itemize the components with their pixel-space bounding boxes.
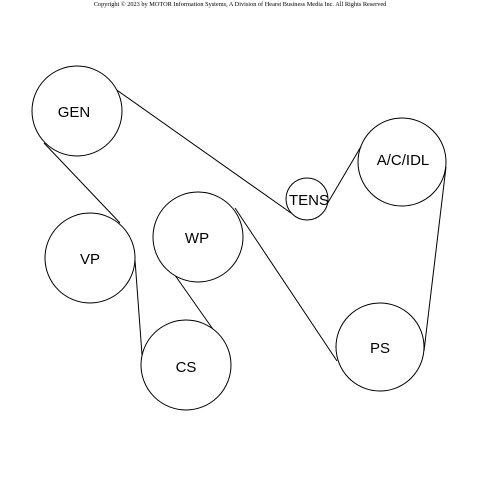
belt-segment-vp-gen xyxy=(43,142,121,224)
pulley-cs-circle xyxy=(140,319,232,411)
pulley-tens-label: TENS xyxy=(289,192,329,209)
pulley-cs: CS xyxy=(140,319,232,411)
pulley-wp: WP xyxy=(152,191,244,283)
pulley-ps-label: PS xyxy=(370,340,390,357)
pulley-ps-circle xyxy=(335,302,425,392)
pulley-wp-label: WP xyxy=(185,230,209,247)
pulley-gen: GEN xyxy=(31,65,123,157)
belt-segment-wp-cs xyxy=(171,270,218,336)
pulley-vp: VP xyxy=(44,212,136,304)
pulley-cs-label: CS xyxy=(176,359,197,376)
pulley-ac-idl: A/C/IDL xyxy=(357,117,447,207)
pulley-ac-idl-label: A/C/IDL xyxy=(377,152,430,169)
pulley-gen-circle xyxy=(31,65,123,157)
pulley-vp-label: VP xyxy=(80,251,100,268)
belt-segment-cs-vp xyxy=(134,259,144,369)
belt-segment-gen-tens xyxy=(110,85,292,214)
pulley-wp-circle xyxy=(152,191,244,283)
pulley-tens-circle xyxy=(285,177,329,221)
belt xyxy=(43,85,447,369)
pulley-gen-label: GEN xyxy=(58,104,91,121)
pulley-ac-idl-circle xyxy=(357,117,447,207)
pulley-vp-circle xyxy=(44,212,136,304)
pulley-ps: PS xyxy=(335,302,425,392)
belt-segment-ps-wp xyxy=(234,207,338,362)
pulley-tens: TENS xyxy=(285,177,329,221)
belt-segment-ac-ps xyxy=(423,166,447,352)
copyright-notice: Copyright © 2023 by MOTOR Information Sy… xyxy=(93,1,387,8)
belt-segment-tens-ac xyxy=(322,137,367,212)
